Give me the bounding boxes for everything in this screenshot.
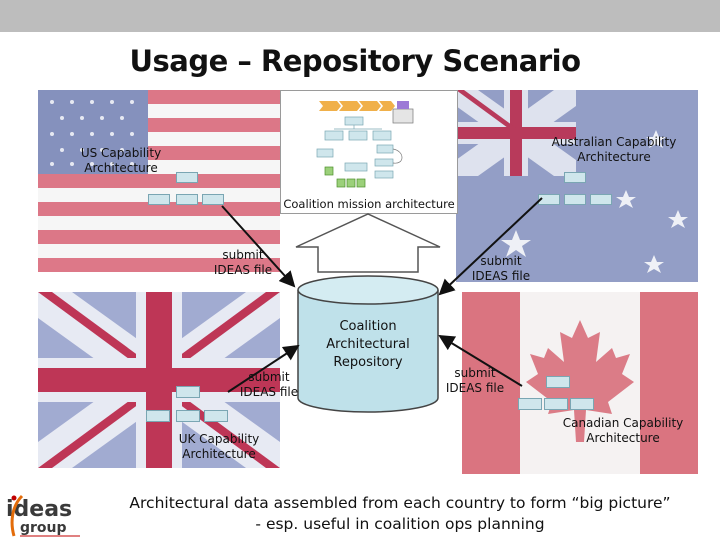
tree-node [564,194,586,205]
au-label-line1: Australian Capability [551,135,677,149]
tree-node [146,410,170,422]
ca-submit-label: submit IDEAS file [432,366,518,396]
upload-arrow [295,213,441,273]
repository-label-line2: Architectural [326,337,410,352]
us-submit-label: submit IDEAS file [200,248,286,278]
footer-caption: Architectural data assembled from each c… [110,493,690,535]
ca-label-line2: Architecture [586,431,660,445]
us-label-line1: US Capability [80,146,162,160]
logo-word1: ideas [6,497,72,522]
repository-cylinder-top [297,275,439,305]
uk-submit-label: submit IDEAS file [226,370,312,400]
footer-line2: - esp. useful in coalition ops planning [255,515,545,533]
repository-label-line1: Coalition [339,319,397,334]
us-submit-line1: submit [222,248,264,262]
uk-label-line2: Architecture [182,447,256,461]
tree-node [544,398,568,410]
tree-node [176,386,200,398]
us-submit-line2: IDEAS file [213,263,273,277]
mission-architecture-caption: Coalition mission architecture [283,197,455,211]
tree-node [590,194,612,205]
slide-title: Usage – Repository Scenario [129,44,581,78]
us-flag-image [38,90,280,272]
uk-submit-line2: IDEAS file [239,385,299,399]
ca-submit-line1: submit [454,366,496,380]
tree-node [546,376,570,388]
footer-line1: Architectural data assembled from each c… [129,494,671,512]
au-architecture-tree [536,172,616,208]
ca-flag-panel [462,292,698,474]
ca-architecture-tree [516,376,600,416]
us-architecture-tree [146,172,226,208]
us-label: US Capability Architecture [72,146,170,176]
au-submit-line1: submit [480,254,522,268]
au-submit-label: submit IDEAS file [458,254,544,284]
top-bar [0,0,720,32]
coalition-mission-architecture-box: Coalition mission architecture [280,90,458,214]
logo-image: ideas group [6,494,80,537]
tree-node [538,194,560,205]
au-label: Australian Capability Architecture [546,135,682,165]
tree-node [518,398,542,410]
tree-node [176,410,200,422]
tree-node [570,398,594,410]
ca-flag-image [462,292,698,474]
tree-node [564,172,586,183]
ca-label-line1: Canadian Capability [562,416,684,430]
ideas-group-logo: ideas group [4,492,82,538]
ca-submit-line2: IDEAS file [445,381,505,395]
mission-architecture-diagram [316,101,414,188]
tree-node [202,194,224,205]
tree-node [176,194,198,205]
au-submit-line2: IDEAS file [471,269,531,283]
logo-word2: group [20,520,67,536]
uk-submit-line1: submit [248,370,290,384]
uk-architecture-tree [144,386,228,426]
tree-node [176,172,198,183]
us-flag-panel [38,90,280,272]
us-label-line2: Architecture [84,161,158,175]
uk-label-line1: UK Capability [178,432,260,446]
repository-label-line3: Repository [333,355,403,370]
tree-node [204,410,228,422]
tree-node [148,194,170,205]
uk-label: UK Capability Architecture [170,432,268,462]
footer [0,490,720,540]
repository-label: Coalition Architectural Repository [300,318,436,372]
ca-label: Canadian Capability Architecture [558,416,688,446]
au-label-line2: Architecture [577,150,651,164]
